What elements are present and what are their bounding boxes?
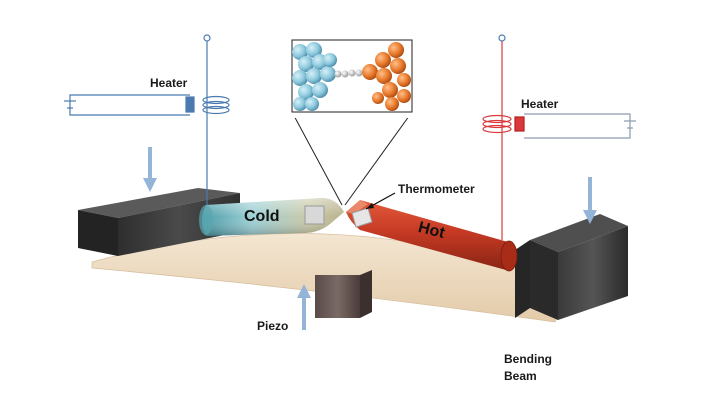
right-support-block [515,214,628,320]
blue-atom-cluster [292,42,337,111]
zoom-lines [291,111,413,206]
molecular-bridge [334,69,363,78]
right-probe-terminal [498,34,506,42]
piezo-label: Piezo [257,319,289,333]
orange-atom-cluster [362,42,411,111]
right-force-arrow [583,177,597,224]
heater-right-label: Heater [521,97,559,111]
left-force-arrow [143,147,157,192]
heater-left-label: Heater [150,76,188,90]
piezo-up-arrow [297,284,311,330]
thermometer-pointer [365,192,396,210]
hot-thermometer-pad [351,207,373,228]
bending-beam-label-line2: Beam [504,369,537,383]
cold-label: Cold [244,208,280,225]
right-heater-circuit [482,34,636,240]
left-heater-circuit [64,34,230,205]
thermometer-label: Thermometer [398,182,475,196]
hot-electrode [346,200,518,272]
cold-electrode [199,198,344,236]
bending-beam-label-line1: Bending [504,352,552,366]
cold-thermometer-pad [304,205,325,225]
piezo-block [315,270,372,318]
atomic-junction-inset [268,18,416,118]
left-probe-terminal [203,34,211,42]
